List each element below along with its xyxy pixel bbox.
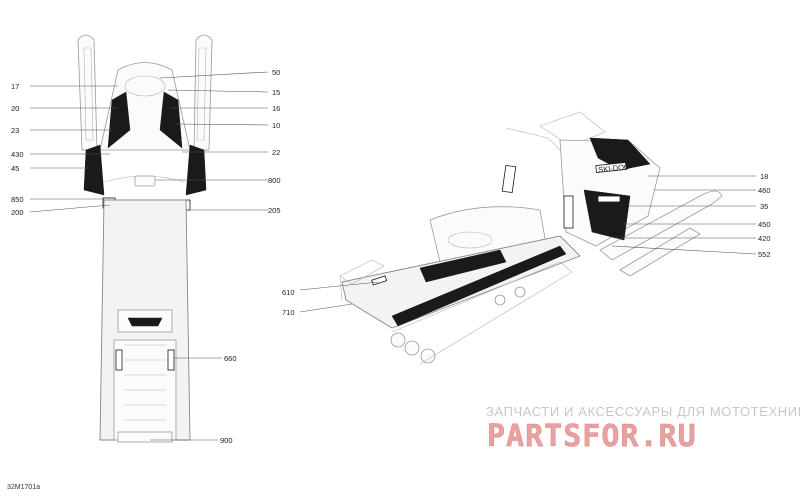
bogie-wheel-1 <box>390 332 406 348</box>
bogie-wheel-4 <box>494 294 506 306</box>
callout-660: 660 <box>224 354 237 363</box>
top-view-leaders <box>29 71 269 441</box>
callout-17: 17 <box>11 82 19 91</box>
console-decal <box>563 195 574 229</box>
callout-22: 22 <box>272 148 280 157</box>
side-track <box>391 261 573 365</box>
side-view-leaders <box>299 175 757 313</box>
callout-800: 800 <box>268 176 281 185</box>
tunnel-decal <box>419 249 507 283</box>
callout-45: 45 <box>11 164 19 173</box>
side-view-callouts: 610 710 18 460 35 450 420 552 <box>282 172 771 317</box>
watermark-caption: ЗАПЧАСТИ И АКСЕССУАРЫ ДЛЯ МОТОТЕХНИКИ <box>486 404 800 419</box>
diagram-reference-code: 32M1701a <box>7 484 41 491</box>
watermark-logo: PARTSFOR.RU <box>487 419 697 454</box>
decal-660-right <box>167 349 175 371</box>
callout-10: 10 <box>272 121 280 130</box>
right-ski <box>193 34 213 151</box>
hood-decal-right <box>159 91 183 149</box>
front-ski-right <box>599 190 723 261</box>
bogie-wheel-3 <box>420 348 436 364</box>
windshield <box>539 111 606 147</box>
callout-610: 610 <box>282 288 295 297</box>
side-panel-left <box>83 144 105 196</box>
callout-710: 710 <box>282 308 295 317</box>
side-handlebar <box>505 127 561 151</box>
callout-552: 552 <box>758 250 771 259</box>
hood-decal-left <box>107 91 131 149</box>
side-view-snowmobile: SKI-DOO <box>339 111 723 365</box>
side-panel-decal <box>583 189 631 241</box>
decal-660-left <box>115 349 123 371</box>
bogie-wheel-5 <box>514 286 526 298</box>
callout-18: 18 <box>760 172 768 181</box>
callout-15: 15 <box>272 88 280 97</box>
callout-430: 430 <box>11 150 24 159</box>
callout-420: 420 <box>758 234 771 243</box>
callout-205: 205 <box>268 206 281 215</box>
callout-900: 900 <box>220 436 233 445</box>
callout-50: 50 <box>272 68 280 77</box>
left-ski <box>77 34 98 151</box>
side-panel-right <box>185 144 207 196</box>
callout-460: 460 <box>758 186 771 195</box>
windshield-decal <box>501 164 517 194</box>
callout-450: 450 <box>758 220 771 229</box>
snowflap <box>117 431 173 443</box>
bogie-wheel-2 <box>404 340 420 356</box>
tunnel-stripe <box>391 245 567 327</box>
top-view-snowmobile <box>77 34 213 443</box>
callout-20: 20 <box>11 104 19 113</box>
callout-200: 200 <box>11 208 24 217</box>
hood-decal-text: SKI-DOO <box>598 162 631 174</box>
front-ski-left <box>619 227 701 277</box>
callout-16: 16 <box>272 104 280 113</box>
callout-23: 23 <box>11 126 19 135</box>
callout-35: 35 <box>760 202 768 211</box>
side-hood-decal <box>589 137 651 171</box>
rear-rack <box>339 259 385 301</box>
top-view-callouts: 17 20 23 430 45 850 200 50 15 16 10 22 8… <box>11 68 281 445</box>
side-tunnel <box>341 235 581 329</box>
callout-850: 850 <box>11 195 24 204</box>
